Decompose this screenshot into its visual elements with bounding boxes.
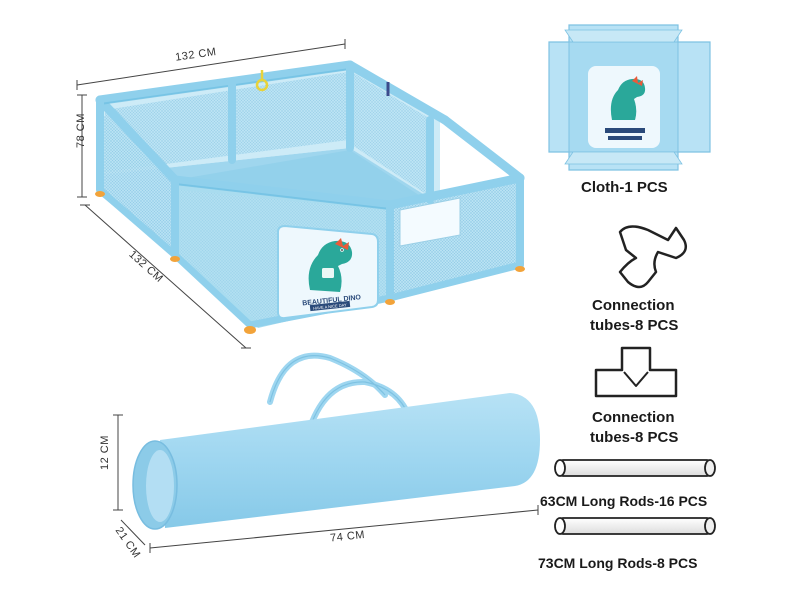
- rod-73-label: 73CM Long Rods-8 PCS: [538, 555, 697, 571]
- bag-depth-label: 21 CM: [113, 525, 143, 560]
- playpen-depth-label: 132 CM: [126, 248, 165, 285]
- playpen-feet: [95, 191, 525, 334]
- rod-63-label: 63CM Long Rods-16 PCS: [540, 493, 707, 509]
- three-way-connector-icon: [618, 225, 687, 289]
- dino-icon: [308, 238, 353, 292]
- playpen-posts: [96, 61, 524, 302]
- playpen-back-mesh: [105, 72, 348, 172]
- bag-height-label: 12 CM: [99, 435, 111, 470]
- three-way-connector-label-line2: tubes-8 PCS: [590, 317, 678, 334]
- playpen-left-mesh: [100, 112, 172, 250]
- rod-icon: [554, 517, 716, 535]
- bag-length-label: 74 CM: [330, 529, 366, 545]
- dino-panel: BEAUTIFUL DINO HAVE A NICE DAY: [277, 224, 379, 320]
- rod-icon: [554, 459, 716, 477]
- cloth-icon: [548, 24, 711, 171]
- playpen-width-label: 132 CM: [174, 46, 217, 64]
- t-connector-label-line2: tubes-8 PCS: [590, 429, 678, 446]
- dino-panel-subtitle: HAVE A NICE DAY: [313, 302, 347, 311]
- playpen-dimension-lines: [76, 39, 346, 349]
- playpen: BEAUTIFUL DINO HAVE A NICE DAY: [95, 60, 525, 334]
- t-connector-label-line1: Connection: [592, 409, 675, 426]
- bag-body: [160, 393, 540, 528]
- rolled-storage-bag: [132, 352, 540, 530]
- playpen-toy-ring: [255, 70, 269, 92]
- bag-dimension-lines: [113, 414, 539, 553]
- three-way-connector-label-line1: Connection: [592, 297, 675, 314]
- playpen-height-label: 78 CM: [75, 113, 87, 148]
- cloth-label: Cloth-1 PCS: [581, 179, 668, 196]
- playpen-door: [399, 197, 461, 247]
- t-connector-icon: [594, 346, 678, 398]
- playpen-top-rails: [95, 60, 525, 210]
